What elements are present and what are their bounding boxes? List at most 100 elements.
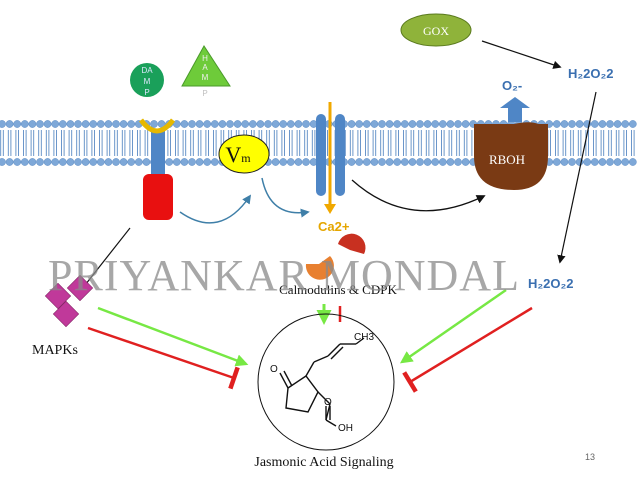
page-number: 13 <box>585 452 595 462</box>
lipid-head <box>226 120 234 128</box>
lipid-head <box>598 120 607 128</box>
lipid-head <box>58 158 67 166</box>
mapk-activation-arrow <box>97 306 249 367</box>
lipid-head <box>286 158 295 166</box>
lipid-head <box>598 158 607 166</box>
lipid-head <box>13 120 22 128</box>
molecule-oh-label: OH <box>338 423 353 434</box>
lipid-head <box>454 158 462 166</box>
lipid-head <box>454 120 462 128</box>
lipid-head <box>43 120 52 128</box>
lipid-head <box>438 120 447 128</box>
jasmonic-acid-structure <box>279 337 365 427</box>
lipid-head <box>423 120 432 128</box>
lipid-head <box>180 158 189 166</box>
pattern-receptor <box>138 118 176 220</box>
mapk-inhibition-line <box>87 326 240 390</box>
calcium-to-rboh-arrow <box>351 179 486 212</box>
jasmonic-acid-circle <box>257 313 395 451</box>
lipid-head <box>279 120 288 128</box>
lipid-head <box>0 158 6 166</box>
lipid-head <box>142 158 151 166</box>
lipid-head <box>362 158 371 166</box>
lipid-head <box>560 158 569 166</box>
superoxide-label: O₂- <box>502 78 522 93</box>
lipid-head <box>20 120 29 128</box>
lipid-head <box>0 120 6 128</box>
lipid-head <box>112 120 120 128</box>
lipid-head <box>36 120 44 128</box>
lipid-head <box>74 158 82 166</box>
lipid-head <box>621 158 630 166</box>
mapks-label: MAPKs <box>32 343 78 358</box>
lipid-head <box>628 158 637 166</box>
hamp-molecule: H A M P <box>181 45 231 98</box>
lipid-head <box>446 120 455 128</box>
lipid-head <box>461 158 470 166</box>
lipid-head <box>583 158 592 166</box>
lipid-head <box>89 158 98 166</box>
vm-to-channel-arrow <box>261 177 310 218</box>
calcium-channel <box>316 102 345 214</box>
lipid-head <box>378 120 386 128</box>
calcium-label: Ca2+ <box>318 219 350 234</box>
lipid-head <box>180 120 189 128</box>
lipid-head <box>104 158 113 166</box>
gox-label: GOX <box>423 24 449 38</box>
lipid-head <box>51 158 60 166</box>
lipid-head <box>431 120 440 128</box>
lipid-head <box>188 158 196 166</box>
lipid-head <box>628 120 637 128</box>
lipid-head <box>119 158 128 166</box>
lipid-head <box>416 158 424 166</box>
lipid-head <box>400 120 409 128</box>
lipid-head <box>13 158 22 166</box>
receptor-to-vm-arrow <box>179 194 252 224</box>
lipid-head <box>552 158 561 166</box>
damp-label-2: M <box>144 77 151 86</box>
molecule-ch3-label: CH3 <box>354 332 374 343</box>
lipid-head <box>294 120 303 128</box>
lipid-head <box>606 158 614 166</box>
lipid-head <box>347 158 356 166</box>
lipid-head <box>279 158 288 166</box>
lipid-head <box>271 120 280 128</box>
lipid-head <box>51 120 60 128</box>
rboh-label: RBOH <box>489 152 525 167</box>
lipid-head <box>408 158 417 166</box>
lipid-head <box>210 120 219 128</box>
lipid-head <box>560 120 569 128</box>
lipid-head <box>446 158 455 166</box>
lipid-head <box>370 158 379 166</box>
lipid-head <box>431 158 440 166</box>
lipid-head <box>58 120 67 128</box>
lipid-head <box>28 120 37 128</box>
lipid-head <box>188 120 196 128</box>
lipid-head <box>195 158 204 166</box>
lipid-head <box>36 158 44 166</box>
lipid-head <box>20 158 29 166</box>
vm-label: Vm <box>225 142 251 167</box>
lipid-head <box>5 158 14 166</box>
lipid-head <box>195 120 204 128</box>
lipid-head <box>302 120 310 128</box>
lipid-head <box>210 158 219 166</box>
lipid-head <box>165 158 174 166</box>
molecule-o-label: O <box>270 364 278 375</box>
lipid-head <box>74 120 82 128</box>
h2o2-right-label: H₂2O₂2 <box>528 276 574 291</box>
hamp-label-4: P <box>202 89 207 98</box>
lipid-head <box>294 158 303 166</box>
lipid-head <box>218 120 227 128</box>
lipid-head <box>400 158 409 166</box>
lipid-head <box>347 120 356 128</box>
lipid-head <box>408 120 417 128</box>
lipid-head <box>241 120 250 128</box>
lipid-head <box>606 120 614 128</box>
lipid-head <box>256 120 265 128</box>
lipid-head <box>393 158 402 166</box>
damp-molecule: DA M P <box>130 63 164 97</box>
lipid-head <box>271 158 280 166</box>
lipid-head <box>134 158 143 166</box>
lipid-head <box>461 120 470 128</box>
